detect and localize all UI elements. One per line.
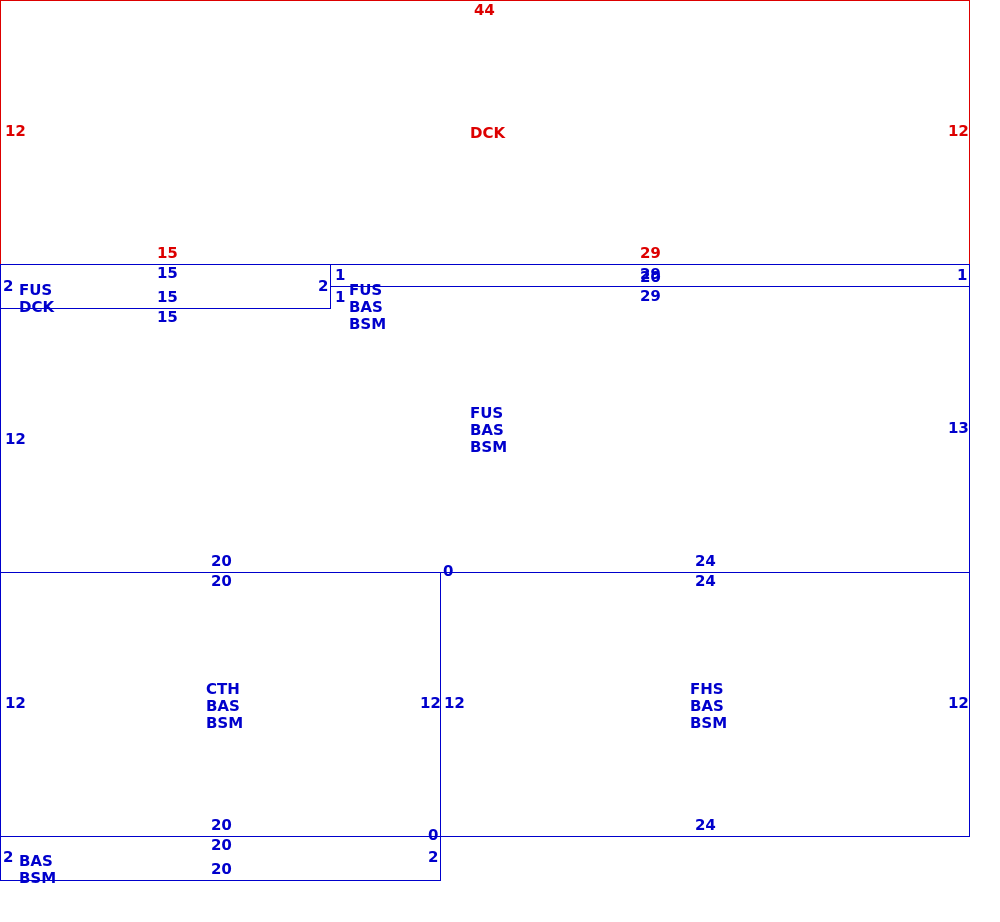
cth-right-dim: 12 [420, 694, 441, 712]
bas-bottom-code-1: BAS [19, 852, 53, 870]
dck-right-dim: 12 [948, 122, 969, 140]
fus-small-code-2: BAS [349, 298, 383, 316]
cth-code-1: CTH [206, 680, 240, 698]
fhs-code-1: FHS [690, 680, 724, 698]
dck-bottom-right-dim: 29 [640, 244, 661, 262]
fhs-bottom-dim: 24 [695, 816, 716, 834]
room-bas-bottom[interactable] [0, 836, 441, 881]
cth-top-dim: 20 [211, 572, 232, 590]
cth-code-3: BSM [206, 714, 244, 732]
fus-small-code-1: FUS [349, 281, 383, 299]
thin-strip-top-dim-b: 20 [640, 268, 661, 286]
room-fhs[interactable] [440, 572, 970, 837]
cth-codes: CTH BAS BSM [206, 681, 243, 732]
bas-bottom-bottom-dim: 20 [211, 860, 232, 878]
cth-left-dim: 12 [5, 694, 26, 712]
bas-bottom-right-dim: 2 [428, 848, 439, 866]
fhs-right-dim: 12 [948, 694, 969, 712]
fhs-left-dim: 12 [444, 694, 465, 712]
thin-strip-top-dim-a: 29 [640, 265, 661, 283]
fus-main-bottom-left-dim: 20 [211, 552, 232, 570]
fus-small-codes: FUS BAS BSM [349, 282, 386, 333]
bas-bottom-codes: BAS BSM [19, 853, 56, 887]
fus-dck-code-2: DCK [19, 298, 55, 316]
bas-bottom-top-dim: 20 [211, 836, 232, 854]
fus-main-right-dim: 13 [948, 419, 969, 437]
room-thin-strip[interactable] [330, 264, 970, 287]
fus-small-code-3: BSM [349, 315, 387, 333]
fus-main-left-dim: 12 [5, 430, 26, 448]
thin-strip-left-dim: 1 [335, 266, 346, 284]
fus-dck-inner-dim: 15 [157, 288, 178, 306]
dck-code: DCK [470, 124, 506, 142]
fus-small-left-dim: 1 [335, 288, 346, 306]
fhs-top-dim: 24 [695, 572, 716, 590]
fus-main-code-3: BSM [470, 438, 508, 456]
fus-dck-top-dim: 15 [157, 264, 178, 282]
bas-bottom-code-2: BSM [19, 869, 57, 887]
fus-main-code-2: BAS [470, 421, 504, 439]
thin-strip-right-dim: 1 [957, 266, 968, 284]
fhs-code-3: BSM [690, 714, 728, 732]
cth-code-2: BAS [206, 697, 240, 715]
fus-main-top-dim: 29 [640, 287, 661, 305]
fus-dck-left-dim: 2 [3, 277, 14, 295]
fus-dck-code-1: FUS [19, 281, 53, 299]
dck-top-dim: 44 [474, 1, 495, 19]
fus-main-codes: FUS BAS BSM [470, 405, 507, 456]
fus-main-code-1: FUS [470, 404, 504, 422]
fhs-code-2: BAS [690, 697, 724, 715]
fus-dck-right-dim: 2 [318, 277, 329, 295]
dck-bottom-left-dim: 15 [157, 244, 178, 262]
fus-main-bottom-right-dim: 24 [695, 552, 716, 570]
fus-main-corner-dim: 0 [443, 562, 454, 580]
bas-bottom-left-dim: 2 [3, 848, 14, 866]
dck-left-dim: 12 [5, 122, 26, 140]
fhs-codes: FHS BAS BSM [690, 681, 727, 732]
fus-dck-codes: FUS DCK [19, 282, 54, 316]
bas-bottom-corner-dim: 0 [428, 826, 439, 844]
dck-codes: DCK [470, 125, 505, 142]
fus-dck-bottom-dim: 15 [157, 308, 178, 326]
cth-bottom-dim: 20 [211, 816, 232, 834]
